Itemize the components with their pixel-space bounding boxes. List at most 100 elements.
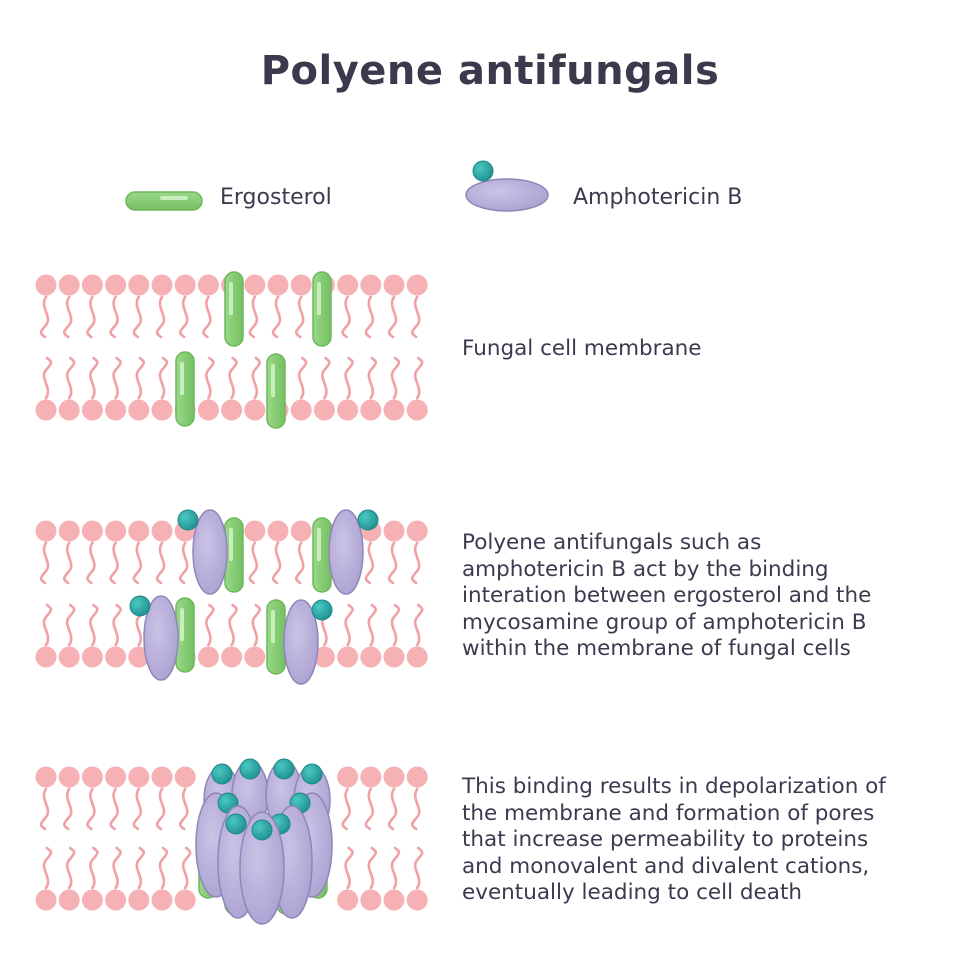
lipid-tail: [39, 295, 50, 339]
lipid-tail: [294, 541, 305, 585]
lipid-head: [128, 399, 150, 421]
lipid-head: [174, 766, 196, 788]
lipid-tail: [228, 356, 238, 400]
lipid-head: [58, 274, 80, 296]
lipid-tail: [42, 846, 53, 890]
lipid-head: [406, 274, 428, 296]
legend-ergosterol-label: Ergosterol: [220, 185, 332, 210]
lipid-head: [35, 889, 57, 911]
lipid-tail: [390, 846, 401, 890]
lipid-head: [360, 399, 382, 421]
lipid-head: [58, 889, 80, 911]
lipid-head: [406, 889, 428, 911]
membrane-panel-2: [35, 509, 428, 685]
lipid-tail: [344, 356, 354, 400]
lipid-tail: [271, 295, 282, 339]
lipid-head: [313, 399, 335, 421]
lipid-tail: [89, 846, 99, 890]
lipid-head: [151, 399, 173, 421]
lipid-tail: [155, 541, 166, 585]
lipid-head: [197, 646, 219, 668]
ergosterol: [175, 351, 195, 427]
lipid-tail: [135, 356, 146, 400]
lipid-tail: [109, 787, 119, 831]
lipid-tail: [132, 541, 143, 585]
lipid-tail: [390, 603, 401, 647]
lipid-head: [383, 520, 405, 542]
lipid-head: [105, 399, 127, 421]
lipid-tail: [158, 846, 169, 890]
lipid-head: [290, 520, 312, 542]
lipid-head: [383, 889, 405, 911]
lipid-head: [290, 399, 312, 421]
lipid-head: [360, 889, 382, 911]
lipid-tail: [89, 356, 99, 400]
lipid-head: [337, 646, 359, 668]
ergosterol: [224, 517, 244, 593]
lipid-tail: [387, 295, 398, 339]
lipid-head: [406, 399, 428, 421]
amphotericin-b: [177, 509, 228, 595]
ergosterol: [266, 353, 286, 429]
lipid-tail: [367, 603, 378, 647]
lipid-head: [383, 646, 405, 668]
lipid-head: [197, 399, 219, 421]
lipid-head: [81, 766, 103, 788]
lipid-tail: [86, 541, 96, 585]
amphotericin-b: [283, 599, 333, 685]
lipid-head: [81, 399, 103, 421]
lipid-head: [128, 274, 150, 296]
lipid-head: [360, 274, 382, 296]
lipid-head: [406, 646, 428, 668]
lipid-tail: [109, 295, 119, 339]
lipid-tail: [132, 295, 143, 339]
ergosterol: [266, 599, 286, 675]
lipid-head: [221, 399, 243, 421]
lipid-tail: [181, 846, 192, 890]
lipid-head: [81, 520, 103, 542]
lipid-tail: [65, 356, 76, 400]
lipid-tail: [271, 541, 282, 585]
lipid-tail: [205, 603, 215, 647]
lipid-head: [313, 646, 335, 668]
lipid-tail: [62, 787, 73, 831]
lipid-head: [58, 646, 80, 668]
ergosterol: [312, 271, 332, 347]
lipid-head: [267, 274, 289, 296]
lipid-head: [383, 399, 405, 421]
lipid-tail: [228, 603, 238, 647]
lipid-head: [81, 646, 103, 668]
lipid-head: [174, 274, 196, 296]
lipid-tail: [367, 846, 378, 890]
membrane-panel-1: [35, 271, 428, 429]
lipid-head: [58, 766, 80, 788]
lipid-tail: [413, 846, 424, 890]
panel-2-description: Polyene antifungals such as amphotericin…: [462, 530, 872, 661]
lipid-tail: [158, 356, 169, 400]
lipid-tail: [251, 356, 262, 400]
lipid-tail: [135, 846, 146, 890]
lipid-head: [406, 520, 428, 542]
lipid-tail: [42, 356, 53, 400]
lipid-head: [244, 274, 266, 296]
lipid-head: [58, 520, 80, 542]
legend-amphotericin-label: Amphotericin B: [573, 185, 743, 210]
membrane-panel-3: [35, 758, 428, 925]
lipid-head: [128, 889, 150, 911]
lipid-head: [383, 274, 405, 296]
lipid-head: [197, 274, 219, 296]
lipid-head: [151, 274, 173, 296]
lipid-tail: [62, 541, 73, 585]
lipid-tail: [387, 787, 398, 831]
ergosterol: [224, 271, 244, 347]
lipid-head: [337, 274, 359, 296]
lipid-tail: [89, 603, 99, 647]
lipid-head: [151, 766, 173, 788]
lipid-tail: [248, 295, 259, 339]
lipid-head: [35, 646, 57, 668]
lipid-head: [128, 646, 150, 668]
lipid-head: [267, 520, 289, 542]
lipid-tail: [413, 603, 424, 647]
lipid-tail: [178, 787, 189, 831]
lipid-tail: [39, 541, 50, 585]
